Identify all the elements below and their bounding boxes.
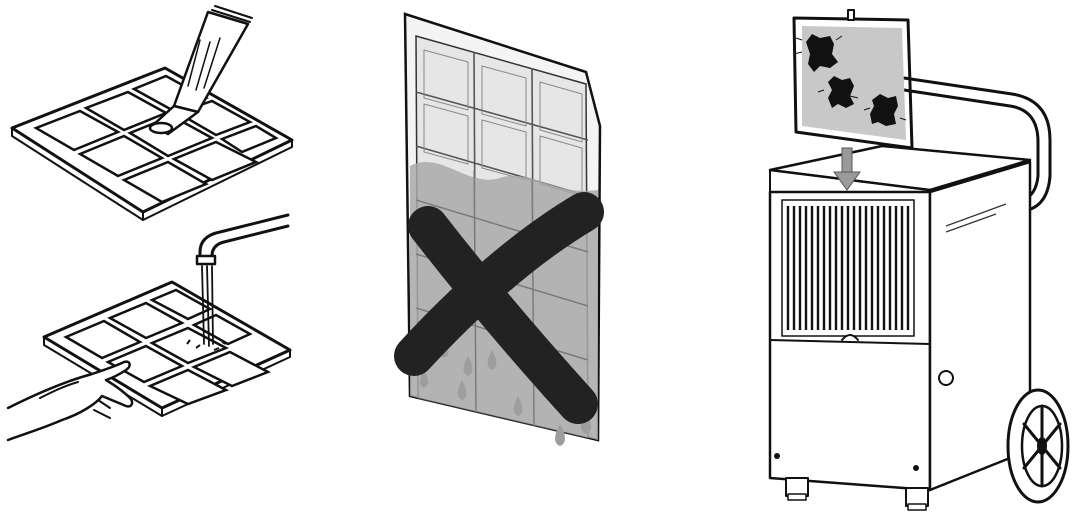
panel-do-not-wring: [405, 14, 600, 446]
panel-vacuum-cleaning: [8, 6, 292, 440]
faucet-icon: [197, 215, 288, 264]
panel-reinsert-filter: [770, 10, 1068, 510]
replacement-filter: [794, 10, 912, 148]
wheel-icon: [1008, 390, 1068, 502]
dehumidifier-body: [770, 146, 1030, 510]
side-knob: [939, 371, 953, 385]
hand-icon: [8, 362, 132, 440]
air-grille: [788, 206, 908, 330]
filter-tray-top: [12, 68, 292, 220]
